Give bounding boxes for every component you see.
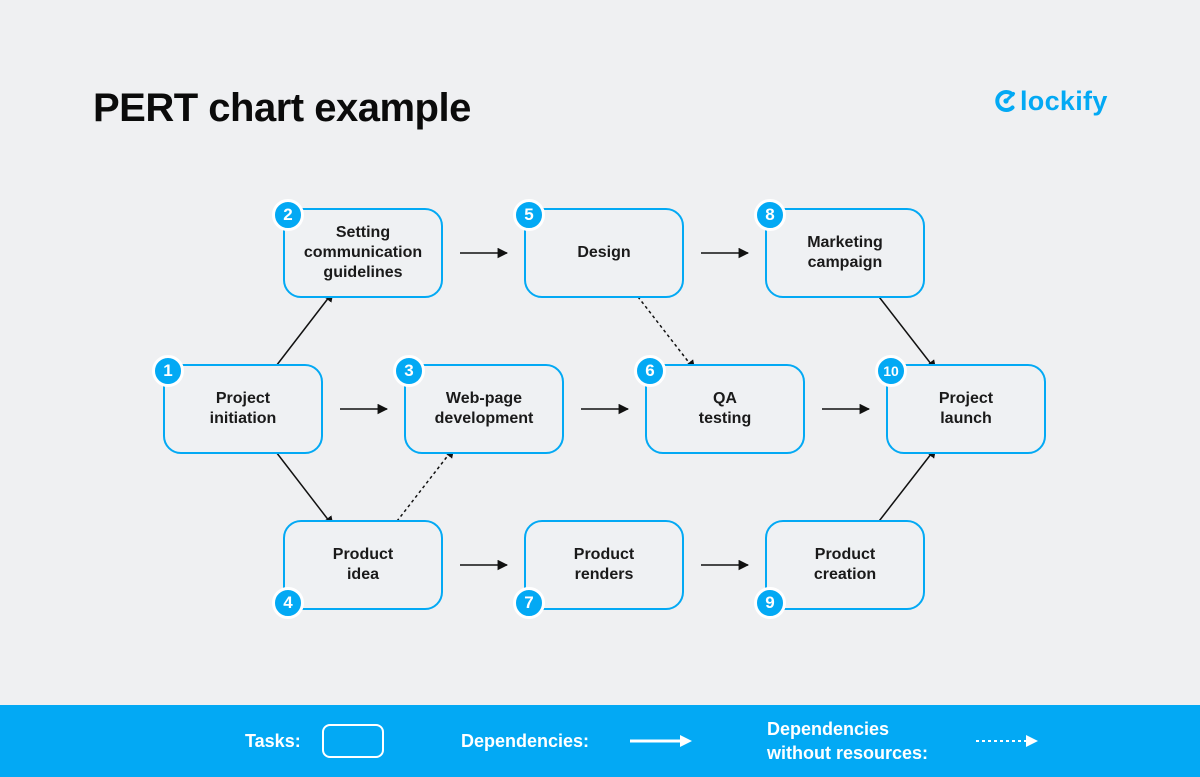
dependency-arrow-8-10 <box>874 291 937 371</box>
task-box-4: Product idea <box>283 520 443 610</box>
task-label: Project launch <box>938 390 994 427</box>
dependency-arrow-4-3 <box>392 447 455 527</box>
task-label: Web-page development <box>434 390 534 427</box>
task-box-6: QA testing <box>645 364 805 454</box>
task-box-1: Project initiation <box>163 364 323 454</box>
dependency-arrow-1-2 <box>272 291 334 371</box>
task-label: Project initiation <box>209 390 277 427</box>
task-box-9: Product creation <box>765 520 925 610</box>
legend-tasks-label: Tasks: <box>245 731 301 751</box>
legend-bar: Tasks: Dependencies: Dependencies withou… <box>0 705 1200 777</box>
task-label: Design <box>577 244 631 261</box>
legend-solid-arrow-icon <box>630 735 692 747</box>
task-number-badge: 10 <box>875 355 907 387</box>
pert-diagram: Project initiation 1 Setting communication… <box>152 199 1046 619</box>
brand-name: lockify <box>1020 86 1108 116</box>
task-box-7: Product renders <box>524 520 684 610</box>
task-box-2: Setting communication guidelines <box>283 208 443 298</box>
legend-no-resources-label: Dependencies without resources: <box>767 719 929 763</box>
legend-task-box-icon <box>322 724 384 758</box>
task-number-badge: 1 <box>152 355 184 387</box>
dependency-arrows <box>272 247 937 571</box>
task-number-badge: 9 <box>754 587 786 619</box>
task-number-badge: 7 <box>513 587 545 619</box>
task-label: Setting communication guidelines <box>303 224 423 281</box>
legend-dependencies-label: Dependencies: <box>461 731 590 751</box>
dependency-arrow-9-10 <box>874 447 937 527</box>
brand-logo: lockify <box>994 86 1108 116</box>
legend-dashed-arrow-icon <box>976 735 1038 747</box>
task-label: Marketing campaign <box>807 234 883 271</box>
task-number-badge: 6 <box>634 355 666 387</box>
task-label: Product renders <box>573 546 635 583</box>
task-box-3: Web-page development <box>404 364 564 454</box>
task-number-badge: 4 <box>272 587 304 619</box>
task-box-8: Marketing campaign <box>765 208 925 298</box>
dependency-arrow-5-6 <box>633 291 696 371</box>
task-number-badge: 3 <box>393 355 425 387</box>
task-number-badge: 8 <box>754 199 786 231</box>
task-box-5: Design <box>524 208 684 298</box>
task-number-badge: 5 <box>513 199 545 231</box>
task-box-10: Project launch <box>886 364 1046 454</box>
page-title: PERT chart example <box>93 86 471 130</box>
clockify-logo-icon <box>995 90 1015 112</box>
task-number-badge: 2 <box>272 199 304 231</box>
task-label: QA testing <box>698 390 752 427</box>
dependency-arrow-1-4 <box>272 447 334 527</box>
task-label: Product creation <box>813 546 877 583</box>
task-label: Product idea <box>332 546 394 583</box>
